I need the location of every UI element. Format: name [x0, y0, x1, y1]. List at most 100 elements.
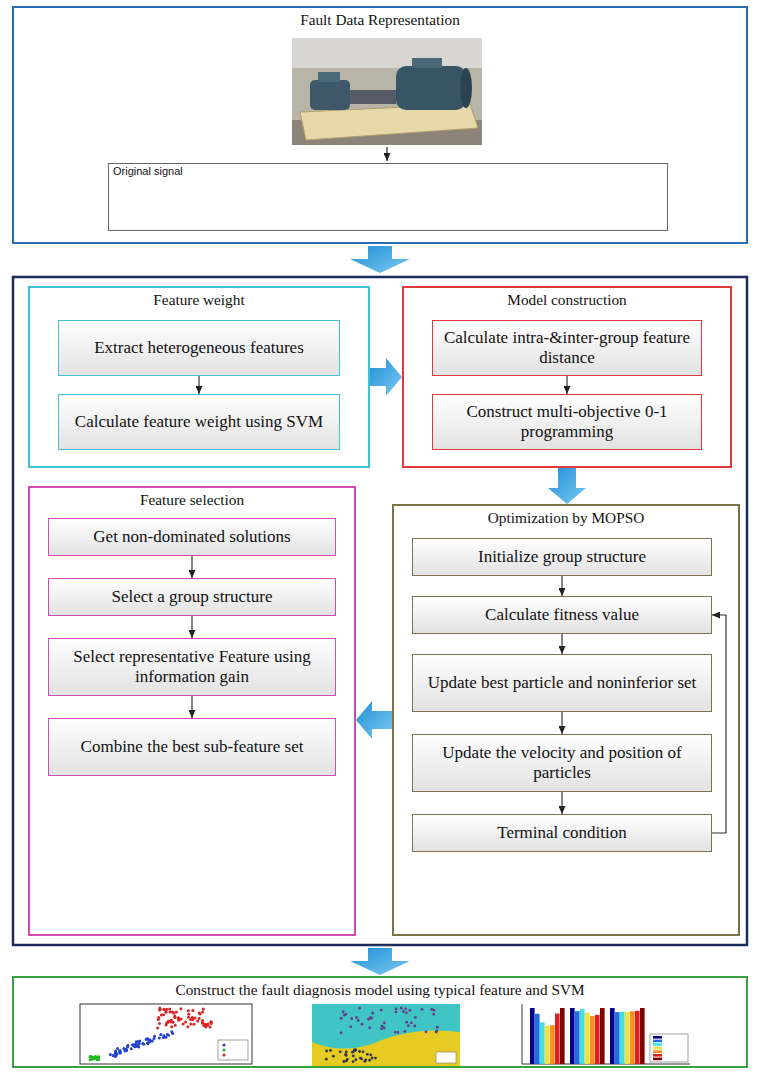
classified-point [342, 1011, 345, 1014]
step-label: Select a group structure [106, 585, 279, 609]
classified-point [339, 1050, 342, 1053]
classified-point [355, 1016, 358, 1019]
method-frame [13, 277, 747, 945]
flow-arrow [198, 376, 199, 394]
process-box: Initialize group structure [412, 538, 712, 576]
process-box: Calculate intra-&inter-group feature dis… [432, 320, 702, 376]
classified-point [362, 1050, 365, 1053]
scatter-point [187, 1013, 190, 1016]
block-arrow [350, 246, 410, 273]
scatter-point [172, 1012, 175, 1015]
flow-arrow [191, 696, 192, 718]
scatter-point [162, 1036, 165, 1039]
scatter-point [169, 1010, 172, 1013]
process-box: Construct multi-objective 0-1 programmin… [432, 394, 702, 450]
group-panel: Construct the fault diagnosis model usin… [12, 976, 748, 1068]
classified-point [425, 1030, 428, 1033]
scatter-point [174, 1016, 177, 1019]
scatter-point [146, 1037, 149, 1040]
accuracy-bar [555, 1014, 560, 1065]
legend-swatch [653, 1054, 662, 1057]
section-title: Model construction [404, 291, 730, 309]
scatter-point [158, 1007, 161, 1010]
classified-point [436, 1026, 439, 1029]
photo-wall-upper [292, 38, 482, 68]
classified-point [403, 1030, 406, 1033]
scatter-point [146, 1041, 149, 1044]
classified-point [407, 1024, 410, 1027]
scatter-point [158, 1022, 161, 1025]
scatter-point [157, 1018, 160, 1021]
classified-point [404, 1007, 407, 1010]
group-panel: Optimization by MOPSO Initialize group st… [392, 504, 740, 936]
step-label: Update the velocity and position of part… [413, 741, 711, 786]
scatter-point [210, 1020, 213, 1023]
accuracy-bar [540, 1022, 545, 1064]
scatter-point [122, 1047, 125, 1050]
classified-point [355, 1058, 358, 1061]
group-panel: Fault Data RepresentationOriginal signal [12, 6, 748, 244]
scatter-point [119, 1049, 122, 1052]
scatter-point [209, 1026, 212, 1029]
scatter-point [189, 1023, 192, 1026]
process-box: Get non-dominated solutions [48, 518, 336, 556]
bar-legend-box [650, 1034, 688, 1062]
scatter-point [162, 1013, 165, 1016]
scatter-point [202, 1007, 205, 1010]
scatter-point [118, 1050, 121, 1053]
step-label: Terminal condition [491, 821, 633, 845]
scatter-point [187, 1016, 190, 1019]
block-arrow [350, 948, 410, 975]
accuracy-bar [600, 1008, 605, 1064]
scatter-point [184, 1021, 187, 1024]
group-panel: Model constructionCalculate intra-&inter… [402, 286, 732, 468]
scatter-point [198, 1012, 201, 1015]
photo-terminal-box [318, 72, 340, 82]
scatter-point [186, 1025, 189, 1028]
scatter-point [162, 1008, 165, 1011]
flow-arrow [561, 576, 562, 596]
classified-point [366, 1053, 369, 1056]
accuracy-bar [535, 1014, 540, 1064]
section-title: Optimization by MOPSO [394, 509, 738, 527]
scatter-point [167, 1034, 170, 1037]
scatter-point [168, 1008, 171, 1011]
classified-point [368, 1026, 371, 1029]
scatter-point [134, 1045, 137, 1048]
classified-point [380, 1009, 383, 1012]
accuracy-bars [530, 1008, 645, 1064]
boundary-legend-box [436, 1052, 456, 1063]
scatter-point [136, 1045, 139, 1048]
classified-point [436, 1030, 439, 1033]
scatter-point [199, 1012, 202, 1015]
section-title: Construct the fault diagnosis model usin… [14, 981, 746, 999]
classified-point [344, 1053, 347, 1056]
scatter-point [130, 1047, 133, 1050]
scatter-point [156, 1026, 159, 1029]
step-label: Combine the best sub-feature set [75, 735, 310, 759]
accuracy-bar [620, 1012, 625, 1064]
classified-point [345, 1051, 348, 1054]
scatter-point [170, 1025, 173, 1028]
step-label: Extract heterogeneous features [88, 336, 310, 360]
classified-point [409, 1009, 412, 1012]
process-box: Calculate fitness value [412, 596, 712, 634]
scatter-point [158, 1037, 161, 1040]
legend-swatch [653, 1040, 662, 1043]
classified-point [345, 1054, 348, 1057]
classified-point [352, 1055, 355, 1058]
block-arrow [370, 358, 402, 396]
classified-points [325, 1007, 439, 1063]
scatter-point [142, 1043, 145, 1046]
accuracy-bar [635, 1011, 640, 1064]
scatter-point [177, 1017, 180, 1020]
classified-point [433, 1009, 436, 1012]
scatter-point [159, 1033, 162, 1036]
classified-point [383, 1022, 386, 1025]
scatter-point [177, 1017, 180, 1020]
classified-point [369, 1053, 372, 1056]
classified-point [370, 1017, 373, 1020]
scatter-point [204, 1023, 207, 1026]
scatter-point [203, 1024, 206, 1027]
process-box: Update best particle and noninferior set [412, 654, 712, 712]
